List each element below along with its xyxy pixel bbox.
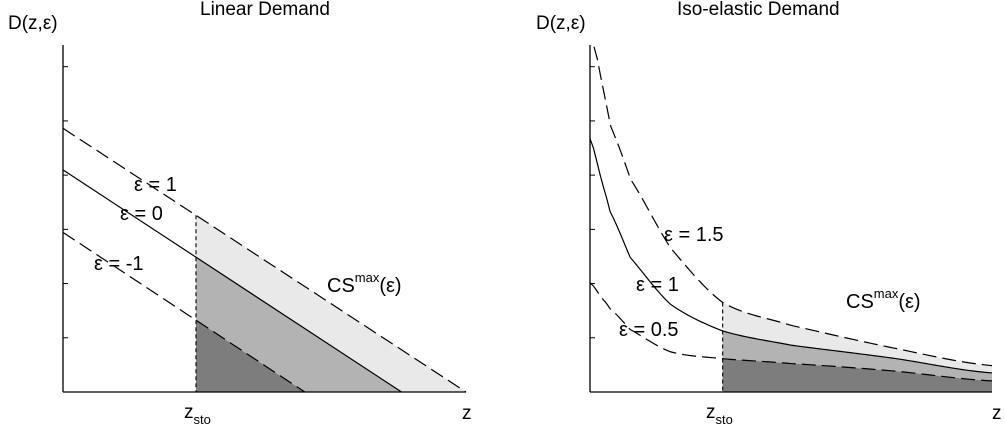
left-chart-title: Linear Demand (200, 0, 330, 20)
right-cs-annotation: CSmax(ε) (846, 286, 921, 313)
left-zsto-tick-label: zsto (184, 402, 211, 427)
iso-elastic-demand-panel: Iso-elastic Demand D(z,ε) z zsto ε = 1.5… (536, 0, 1002, 427)
right-y-ticks (590, 66, 595, 339)
right-shaded-regions (722, 302, 992, 392)
left-demand-curves (62, 127, 467, 393)
right-chart-title: Iso-elastic Demand (677, 0, 840, 20)
right-zsto-sub: sto (716, 412, 733, 427)
left-series-label-e0: ε = 0 (120, 203, 163, 225)
left-curve-3 (62, 231, 306, 393)
left-y-axis-label: D(z,ε) (8, 13, 58, 34)
right-series-label-e05: ε = 0.5 (619, 319, 679, 341)
left-curve-2 (62, 169, 402, 393)
right-series-label-e15: ε = 1.5 (664, 224, 724, 246)
right-zsto-tick-label: zsto (706, 402, 733, 427)
left-zsto-main: z (184, 402, 194, 423)
right-cs-sup: max (874, 286, 899, 301)
left-cs-tail: (ε) (379, 275, 401, 297)
right-series-label-e1: ε = 1 (636, 274, 679, 296)
left-x-axis-label: z (462, 403, 472, 424)
right-x-axis-label: z (992, 403, 1002, 424)
left-zsto-sub: sto (194, 412, 211, 427)
right-demand-curves (589, 46, 993, 382)
left-cs-sup: max (355, 270, 380, 285)
left-curve-1 (62, 127, 467, 393)
right-shaded-band-2 (722, 330, 992, 381)
right-curve-2 (589, 138, 993, 374)
right-cs-tail: (ε) (898, 291, 920, 313)
left-cs-main: CS (327, 275, 355, 297)
right-curve-3 (589, 282, 993, 382)
right-zsto-main: z (706, 402, 716, 423)
right-y-axis-label: D(z,ε) (536, 13, 586, 34)
linear-demand-panel: Linear Demand D(z,ε) z zsto ε = 1 ε = 0 … (8, 0, 472, 427)
right-curve-1 (593, 46, 993, 367)
left-series-label-e1: ε = 1 (134, 174, 177, 196)
right-cs-main: CS (846, 291, 874, 313)
left-cs-annotation: CSmax(ε) (327, 270, 402, 297)
left-series-label-em1: ε = -1 (94, 253, 144, 275)
right-shaded-band-3 (722, 358, 992, 392)
left-y-ticks (63, 66, 68, 339)
right-shaded-band-1 (722, 302, 992, 373)
